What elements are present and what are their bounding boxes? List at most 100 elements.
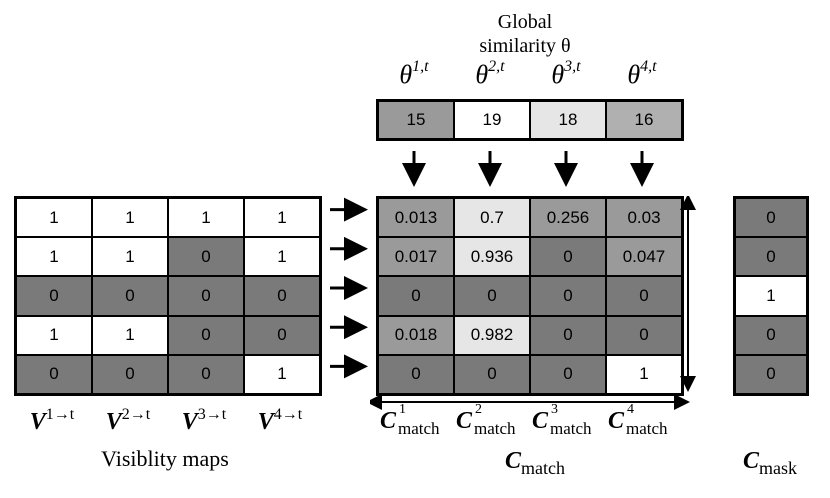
c-match-cell: 0.936 [454, 237, 530, 277]
c-match-cell: 0 [454, 354, 530, 394]
c-subscript: match [398, 419, 440, 438]
c-mask-cell: 0 [735, 354, 807, 394]
c-symbol: C [608, 408, 625, 434]
c-superscript: 4 [627, 402, 635, 417]
theta-superscript: 4,t [640, 58, 657, 75]
c-symbol: C [532, 408, 549, 434]
theta-superscript: 2,t [488, 58, 505, 75]
visibility-cell: 0 [16, 354, 92, 394]
theta-label-4: θ4,t [604, 58, 680, 90]
c-match-cell: 0.017 [378, 237, 454, 277]
v-symbol: V [181, 409, 198, 435]
visibility-cell: 0 [92, 354, 168, 394]
c-symbol: C [380, 408, 397, 434]
visibility-cell: 1 [244, 237, 320, 277]
c-match-cell: 0 [530, 237, 606, 277]
c-mask-cell: 0 [735, 315, 807, 355]
visibility-cell: 1 [16, 237, 92, 277]
c-symbol: C [456, 408, 473, 434]
c-mask-cell: 0 [735, 198, 807, 238]
theta-value-3: 18 [530, 101, 606, 139]
c-superscript: 2 [475, 402, 483, 417]
c-mask-caption-base: C [742, 448, 759, 474]
c-match-cell: 0.018 [378, 315, 454, 355]
c-match-caption-base: C [505, 448, 522, 474]
global-similarity-title: Global similarity θ [450, 10, 600, 58]
c-match-cell: 0 [530, 315, 606, 355]
down-arrows [402, 151, 654, 187]
visibility-cell: 0 [92, 276, 168, 316]
theta-symbol: θ [551, 60, 565, 89]
c-match-cell: 0.013 [378, 198, 454, 238]
v-superscript: 2→t [121, 406, 151, 423]
v-superscript: 1→t [45, 406, 75, 423]
c-match-cell: 0 [530, 354, 606, 394]
c-match-cell: 0 [454, 276, 530, 316]
visibility-column-label-1: V1→t [14, 406, 90, 436]
v-superscript: 3→t [197, 406, 227, 423]
theta-symbol: θ [399, 60, 413, 89]
c-match-cell: 0.047 [606, 237, 682, 277]
visibility-cell: 1 [168, 198, 244, 238]
visibility-cell: 0 [16, 276, 92, 316]
visibility-cell: 1 [244, 354, 320, 394]
visibility-cell: 1 [16, 315, 92, 355]
theta-symbol: θ [475, 60, 489, 89]
v-symbol: V [29, 409, 46, 435]
c-subscript: match [550, 419, 592, 438]
c-match-caption: Cmatch [470, 448, 600, 479]
visibility-cell: 0 [244, 315, 320, 355]
visibility-column-label-4: V4→t [242, 406, 318, 436]
theta-label-2: θ2,t [452, 58, 528, 90]
c-match-caption-sub: match [521, 458, 565, 478]
v-symbol: V [105, 409, 122, 435]
c-match-cell: 0 [378, 276, 454, 316]
visibility-column-label-2: V2→t [90, 406, 166, 436]
visibility-cell: 1 [92, 237, 168, 277]
theta-label-3: θ3,t [528, 58, 604, 90]
v-symbol: V [257, 409, 274, 435]
c-match-cell: 0.256 [530, 198, 606, 238]
visibility-cell: 1 [16, 198, 92, 238]
c-match-cell: 1 [606, 354, 682, 394]
c-match-cell: 0 [530, 276, 606, 316]
theta-value-4: 16 [606, 101, 682, 139]
c-subscript: match [626, 419, 668, 438]
visibility-cell: 1 [92, 315, 168, 355]
c-match-cell: 0 [606, 315, 682, 355]
c-mask-cell: 1 [735, 276, 807, 316]
theta-superscript: 1,t [412, 58, 429, 75]
c-match-cell: 0.7 [454, 198, 530, 238]
visibility-cell: 1 [244, 198, 320, 238]
v-superscript: 4→t [273, 406, 303, 423]
visibility-cell: 0 [168, 315, 244, 355]
visibility-cell: 1 [92, 198, 168, 238]
global-title-line2: similarity θ [479, 35, 571, 57]
c-mask-caption: Cmask [720, 448, 820, 479]
dimension-arrows [370, 196, 696, 410]
theta-value-2: 19 [454, 101, 530, 139]
c-match-cell: 0 [378, 354, 454, 394]
visibility-column-label-3: V3→t [166, 406, 242, 436]
theta-label-1: θ1,t [376, 58, 452, 90]
c-match-cell: 0 [606, 276, 682, 316]
c-mask-caption-sub: mask [759, 458, 797, 478]
theta-superscript: 3,t [564, 58, 581, 75]
c-mask-cell: 0 [735, 237, 807, 277]
right-arrows [330, 197, 368, 379]
c-superscript: 1 [399, 402, 407, 417]
visibility-maps-caption: Visiblity maps [101, 446, 229, 471]
visibility-cell: 0 [244, 276, 320, 316]
c-match-cell: 0.03 [606, 198, 682, 238]
visibility-cell: 0 [168, 354, 244, 394]
c-superscript: 3 [551, 402, 559, 417]
visibility-cell: 0 [168, 237, 244, 277]
global-title-line1: Global [497, 11, 553, 33]
